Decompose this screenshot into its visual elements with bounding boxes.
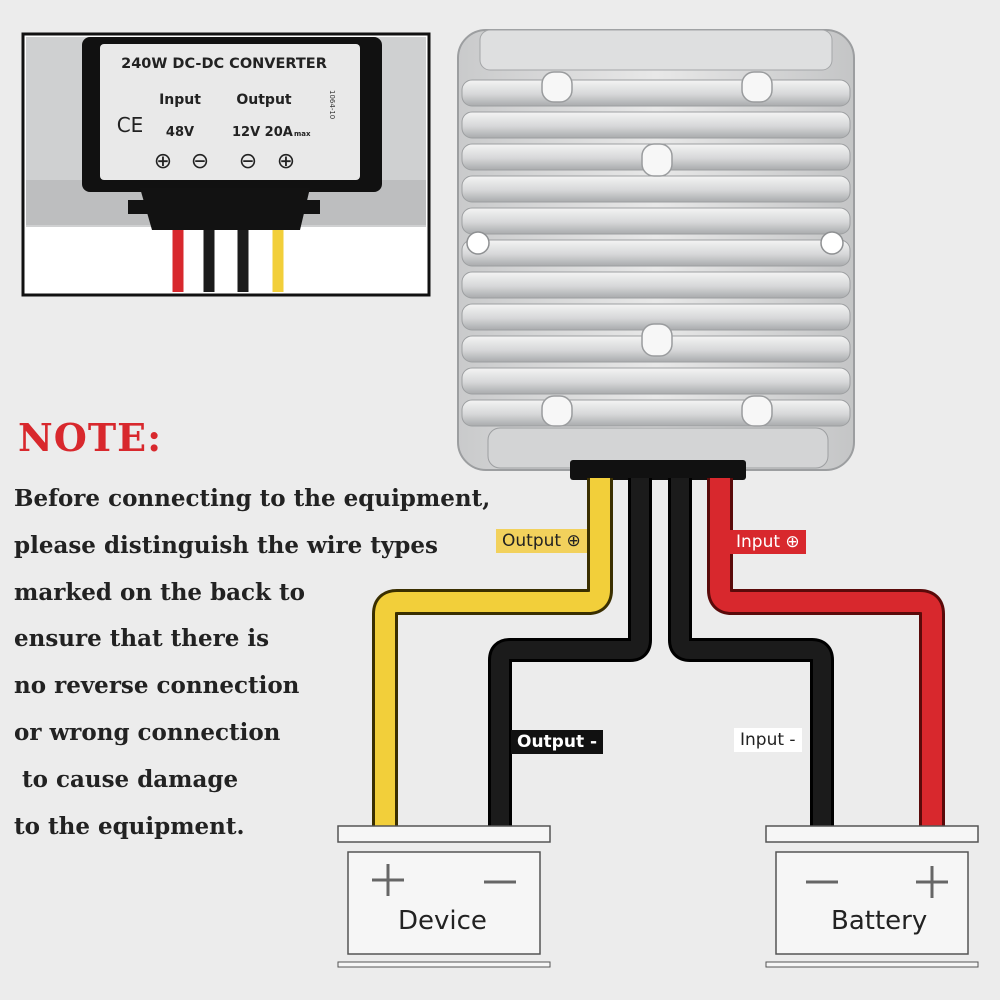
terminal-input-plus-icon: ⊕	[154, 149, 172, 174]
note-title: NOTE:	[18, 415, 163, 460]
note-line: or wrong connection	[14, 718, 281, 746]
mounting-holes	[466, 231, 844, 255]
terminal-output-minus-icon: ⊖	[239, 149, 257, 174]
label-output-negative: Output -	[511, 730, 604, 754]
device-plus-icon	[372, 864, 404, 896]
note-line: please distinguish the wire types	[14, 531, 438, 559]
battery-box	[765, 825, 979, 968]
heatsink-fins	[461, 79, 851, 427]
plate-output-max: max	[294, 130, 311, 138]
plate-side-code: 1064-10	[328, 90, 336, 119]
device-label: Device	[398, 906, 487, 936]
plate-input-value: 48V	[166, 125, 194, 140]
inset-wires	[172, 230, 284, 292]
label-inset: 240W DC-DC CONVERTER Input Output CE 48V…	[21, 32, 431, 297]
label-input-positive: Input ⊕	[730, 530, 806, 554]
mounting-bolts	[541, 71, 773, 427]
label-output-positive: Output ⊕	[496, 529, 587, 553]
terminal-output-plus-icon: ⊕	[277, 149, 295, 174]
plate-input-header: Input	[159, 92, 201, 108]
cable-grommet	[570, 460, 746, 480]
note-line: marked on the back to	[14, 578, 305, 606]
note-line: Before connecting to the equipment,	[14, 485, 491, 512]
battery-label: Battery	[831, 906, 928, 936]
plate-output-value: 12V 20A	[232, 125, 293, 140]
note-text: Before connecting to the equipment, plea…	[14, 480, 490, 854]
battery-plus-icon	[916, 866, 948, 898]
note-line: to cause damage	[14, 765, 239, 793]
plate-output-header: Output	[236, 92, 292, 108]
note-line: ensure that there is	[14, 625, 270, 653]
terminal-input-minus-icon: ⊖	[191, 149, 209, 174]
converter-housing	[457, 29, 855, 480]
wires	[372, 478, 945, 828]
plate-title: 240W DC-DC CONVERTER	[121, 56, 327, 72]
label-input-negative: Input -	[734, 728, 802, 752]
note-line: to the equipment.	[14, 812, 245, 840]
ce-mark: CE	[117, 113, 144, 137]
device-box	[337, 825, 551, 968]
note-line: no reverse connection	[14, 672, 300, 700]
